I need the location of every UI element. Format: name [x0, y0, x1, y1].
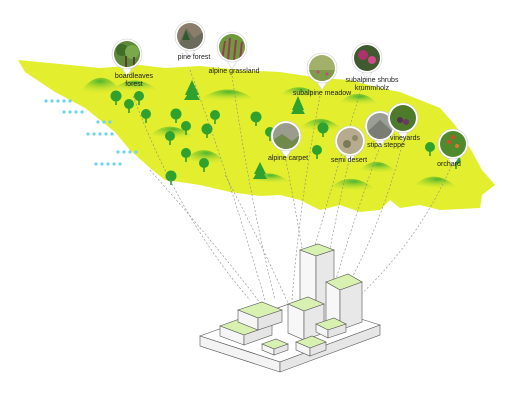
pine-trees [184, 80, 305, 179]
flowering-shrub-icon [354, 45, 380, 71]
rocky-carpet-icon [273, 123, 299, 149]
label-alpine-carpet: alpine carpet [268, 155, 308, 162]
photo-vineyards [387, 102, 419, 141]
grass-icon [219, 34, 245, 60]
zone-labels: boardleaves forest pine forest alpine gr… [115, 54, 461, 168]
photo-alpine-grassland [216, 31, 248, 70]
vine-icon [390, 105, 416, 131]
isometric-blocks [199, 243, 381, 373]
deciduous-trees [110, 90, 461, 185]
photo-semi-desert [334, 125, 366, 164]
photo-orchard [437, 128, 469, 167]
photo-subalpine-meadow [306, 52, 338, 91]
label-subalpine-shrubs-2: krummholz [355, 85, 390, 92]
label-boardleaves-forest-2: forest [125, 81, 143, 88]
label-orchard: orchard [437, 161, 461, 168]
label-stipa-steppe: stipa steppe [367, 142, 405, 149]
meadow-icon [309, 55, 335, 81]
deciduous-trees-icon [114, 41, 140, 67]
label-alpine-grassland: alpine grassland [209, 68, 260, 75]
fruit-tree-icon [440, 131, 466, 157]
dry-scrub-icon [337, 128, 363, 154]
label-subalpine-shrubs-1: subalpine shrubs [346, 77, 399, 84]
photo-subalpine-shrubs [351, 42, 383, 81]
label-vineyards: vineyards [390, 135, 420, 142]
label-pine-forest: pine forest [178, 54, 211, 61]
rock-pine-icon [177, 23, 203, 49]
label-boardleaves-forest-1: boardleaves [115, 73, 154, 80]
wind-dots [44, 99, 138, 166]
label-subalpine-meadow: subalpine meadow [293, 90, 352, 97]
photo-alpine-carpet [270, 120, 302, 159]
photo-pine-forest [174, 20, 206, 59]
label-semi-desert: semi desert [331, 157, 367, 164]
photo-boardleaves-forest [111, 38, 143, 77]
